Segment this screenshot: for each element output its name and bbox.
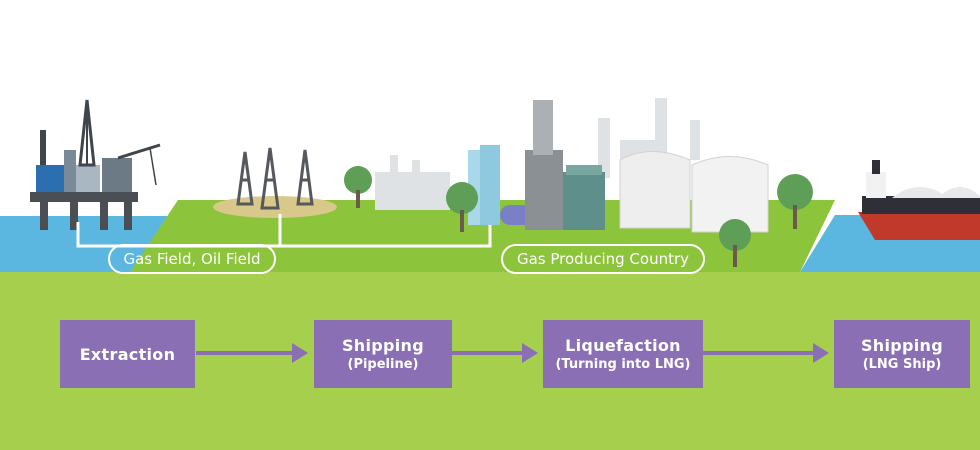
step-extraction: Extraction — [60, 320, 195, 388]
step-subtitle: (LNG Ship) — [862, 357, 942, 372]
gas-field-label: Gas Field, Oil Field — [108, 244, 276, 274]
step-liquefaction: Liquefaction (Turning into LNG) — [543, 320, 703, 388]
step-subtitle: (Turning into LNG) — [555, 357, 691, 372]
producing-country-label: Gas Producing Country — [501, 244, 705, 274]
offshore-rig-icon — [30, 99, 161, 230]
liquefaction-plant-icon — [468, 100, 769, 233]
step-title: Shipping — [341, 336, 425, 355]
step-shipping-pipeline: Shipping (Pipeline) — [314, 320, 452, 388]
step-title: Liquefaction — [565, 336, 681, 355]
step-subtitle: (Pipeline) — [347, 357, 419, 372]
oil-derricks-icon — [236, 147, 314, 210]
lng-ship-icon — [858, 160, 980, 240]
flow-arrows — [196, 343, 829, 363]
step-title: Shipping — [860, 336, 944, 355]
step-title: Extraction — [79, 344, 176, 364]
tree-icon — [344, 166, 813, 267]
step-shipping-lng-ship: Shipping (LNG Ship) — [834, 320, 970, 388]
